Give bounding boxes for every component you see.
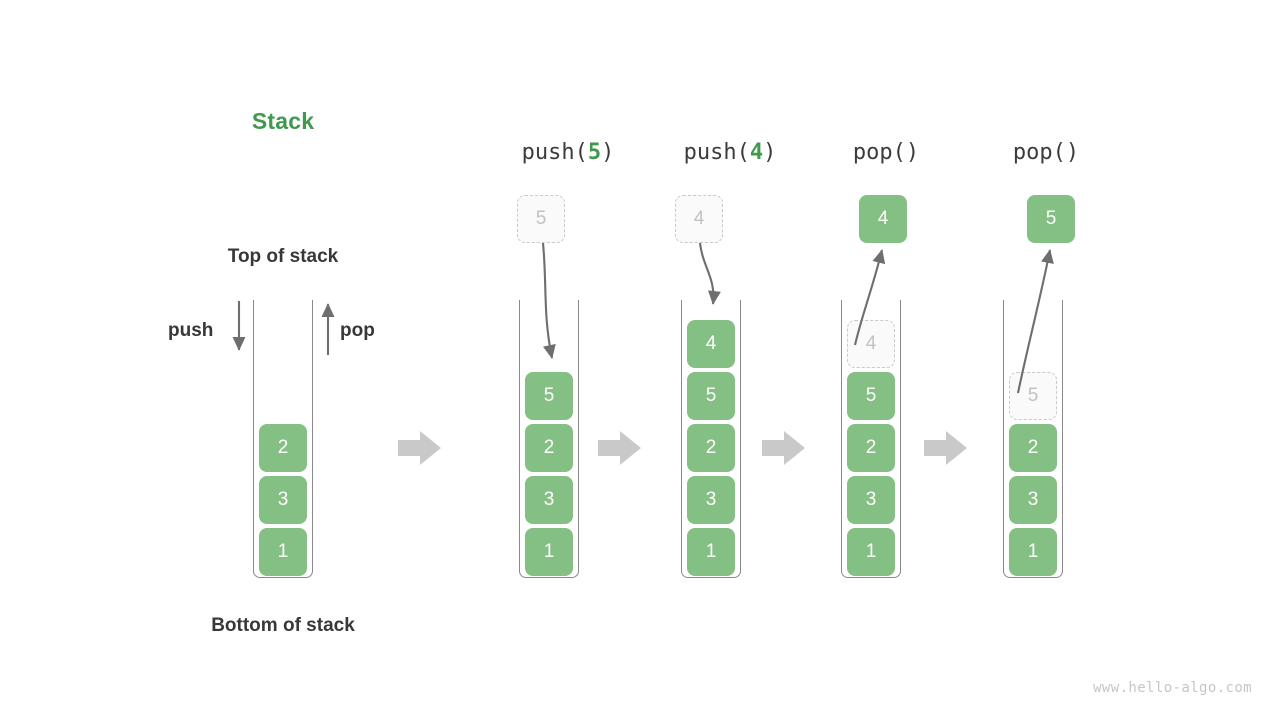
step-arrow-icon-4 (924, 431, 967, 465)
stack-cell-pop-1-3: 3 (847, 476, 895, 524)
stack-container-push-4 (681, 300, 741, 578)
top-of-stack-label: Top of stack (227, 246, 339, 267)
stack-cell-initial-3: 3 (259, 476, 307, 524)
floating-cell-pop-1: 4 (859, 195, 907, 243)
stack-cell-initial-2: 2 (259, 424, 307, 472)
operation-caption-pop-1: pop() (852, 140, 920, 165)
stack-cell-pop-1-2: 2 (847, 424, 895, 472)
operation-argument: 5 (587, 140, 602, 165)
stack-cell-pop-2-2: 2 (1009, 424, 1057, 472)
step-arrow-icon-3 (762, 431, 805, 465)
stack-cell-push-4-4: 4 (687, 320, 735, 368)
stack-cell-push-5-2: 2 (525, 424, 573, 472)
floating-cell-push-5: 5 (517, 195, 565, 243)
stack-cell-push-5-3: 3 (525, 476, 573, 524)
operation-caption-pop-2: pop() (1012, 140, 1080, 165)
stack-cell-pop-1-5: 5 (847, 372, 895, 420)
stack-cell-pop-1-1: 1 (847, 528, 895, 576)
stack-cell-pop-2-3: 3 (1009, 476, 1057, 524)
stack-container-push-5 (519, 300, 579, 578)
step-arrow-icon-2 (598, 431, 641, 465)
stack-container-pop-1 (841, 300, 901, 578)
stack-cell-push-5-1: 1 (525, 528, 573, 576)
stack-container-pop-2 (1003, 300, 1063, 578)
push-4-motion-arrow (698, 242, 721, 305)
stack-cell-pop-2-1: 1 (1009, 528, 1057, 576)
stack-cell-push-4-3: 3 (687, 476, 735, 524)
floating-cell-push-4: 4 (675, 195, 723, 243)
push-label: push (168, 320, 214, 341)
stack-cell-push-4-1: 1 (687, 528, 735, 576)
stack-cell-pop-1-4: 4 (847, 320, 895, 368)
stack-cell-initial-1: 1 (259, 528, 307, 576)
operation-caption-push-4: push(4) (683, 140, 777, 165)
watermark: www.hello-algo.com (1093, 680, 1252, 696)
bottom-of-stack-label: Bottom of stack (211, 615, 355, 636)
floating-cell-pop-2: 5 (1027, 195, 1075, 243)
operation-caption-push-5: push(5) (521, 140, 615, 165)
operation-argument: 4 (749, 140, 764, 165)
stack-cell-pop-2-5: 5 (1009, 372, 1057, 420)
pop-label: pop (340, 320, 375, 341)
step-arrow-icon-1 (398, 431, 441, 465)
page-title: Stack (251, 108, 315, 134)
stack-cell-push-5-5: 5 (525, 372, 573, 420)
stack-cell-push-4-2: 2 (687, 424, 735, 472)
stack-cell-push-4-5: 5 (687, 372, 735, 420)
stack-container-initial (253, 300, 313, 578)
